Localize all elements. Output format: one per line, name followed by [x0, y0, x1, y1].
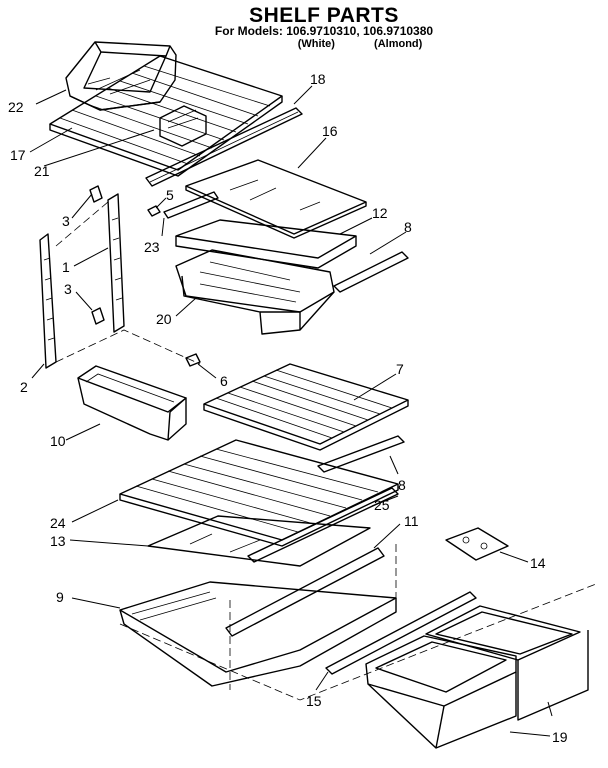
part-15-divider [325, 591, 477, 675]
callout-20: 20 [156, 311, 172, 327]
part-3-bracket-upper [89, 185, 103, 203]
callout-18: 18 [310, 71, 326, 87]
part-1-side-rail [107, 193, 125, 333]
part-18-trim [145, 107, 303, 187]
callout-22: 22 [8, 99, 24, 115]
callout-10: 10 [50, 433, 66, 449]
callout-numbers: 22 18 17 21 16 5 3 23 12 8 1 3 20 2 6 7 … [8, 71, 568, 745]
part-5-clip [147, 205, 161, 217]
callout-8-upper: 8 [404, 219, 412, 235]
part-23-strip [163, 191, 219, 219]
callout-17: 17 [10, 147, 26, 163]
part-14-tray [445, 527, 509, 561]
part-17-wire-shelf [49, 55, 283, 177]
callout-23: 23 [144, 239, 160, 255]
model-numbers: For Models: 106.9710310, 106.9710380 [214, 24, 434, 38]
variant-white: (White) [297, 38, 335, 50]
variant-almond: (Almond) [374, 38, 423, 50]
leader-lines [29, 85, 553, 737]
callout-5: 5 [166, 187, 174, 203]
callout-9: 9 [56, 589, 64, 605]
part-8-rail-lower [317, 435, 405, 473]
part-19-drawer-left [365, 635, 517, 749]
callout-8-lower: 8 [398, 477, 406, 493]
part-16-glass-shelf [185, 159, 367, 239]
callout-6: 6 [220, 373, 228, 389]
model-variants: (White) (Almond) [56, 38, 608, 50]
part-11-rail [225, 547, 385, 637]
callout-3-upper: 3 [62, 213, 70, 229]
callout-3-lower: 3 [64, 281, 72, 297]
part-24-wire-shelf [119, 439, 399, 547]
callout-11: 11 [404, 513, 419, 529]
callout-21: 21 [34, 163, 50, 179]
part-2-side-rail [39, 233, 57, 369]
callout-1: 1 [62, 259, 70, 275]
part-10-bin [77, 365, 187, 441]
part-19-drawer-right [425, 605, 589, 721]
callout-12: 12 [372, 205, 388, 221]
part-3-bracket-lower [91, 307, 105, 325]
callout-13: 13 [50, 533, 66, 549]
callout-19: 19 [552, 729, 568, 745]
part-6-fastener [185, 353, 201, 367]
part-7-wire-shelf [203, 363, 409, 451]
part-22-dairy-bin [65, 41, 177, 111]
part-9-cover-frame [119, 544, 597, 701]
callout-7: 7 [396, 361, 404, 377]
callout-2: 2 [20, 379, 28, 395]
callout-24: 24 [50, 515, 66, 531]
assembly-guide-1 [55, 201, 201, 365]
callout-16: 16 [322, 123, 338, 139]
diagram-title: SHELF PARTS [249, 4, 399, 27]
part-12-shelf-frame [175, 219, 357, 269]
part-13-glass [147, 515, 371, 567]
part-21-bracket [159, 105, 207, 147]
part-8-rail-upper [333, 251, 409, 293]
callout-25: 25 [374, 497, 390, 513]
callout-15: 15 [306, 693, 322, 709]
callout-14: 14 [530, 555, 546, 571]
part-20-drawer [175, 249, 335, 335]
